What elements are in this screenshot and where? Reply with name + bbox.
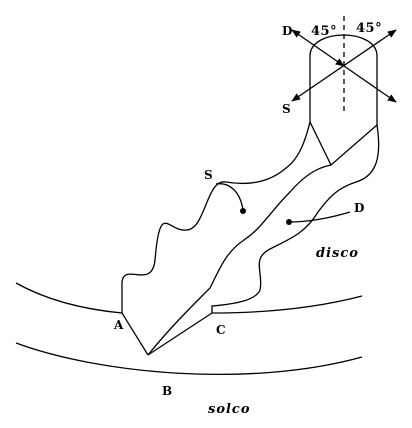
- label-b: B: [162, 384, 172, 398]
- angle-label-left: 45°: [311, 24, 337, 39]
- label-disc: disco: [316, 246, 359, 261]
- groove-bottom-curve: [15, 342, 363, 375]
- marker-s: [240, 208, 246, 214]
- label-c: C: [216, 323, 226, 337]
- label-groove: solco: [208, 402, 251, 417]
- disc-edge-right: [211, 295, 363, 314]
- modulated-wall-right: [211, 124, 380, 313]
- label-s-mid: S: [204, 168, 213, 182]
- pointer-d: [288, 211, 351, 223]
- direction-arrow-d-extension: [343, 65, 397, 103]
- groove-wall-right: [147, 312, 213, 356]
- stylus-tip-v: [309, 121, 378, 167]
- modulated-wall-center: [147, 164, 332, 356]
- marker-d: [286, 219, 292, 225]
- angle-label-right: 45°: [356, 21, 382, 36]
- label-a: A: [113, 318, 124, 332]
- label-s-top: S: [282, 102, 291, 116]
- groove-wall-left: [121, 312, 149, 356]
- label-d-top: D: [282, 24, 292, 38]
- pointer-s: [215, 183, 244, 211]
- modulated-wall-left: [121, 121, 311, 313]
- direction-arrow-s: [291, 29, 397, 102]
- label-d-mid: D: [354, 201, 364, 215]
- disc-edge-left: [15, 282, 123, 314]
